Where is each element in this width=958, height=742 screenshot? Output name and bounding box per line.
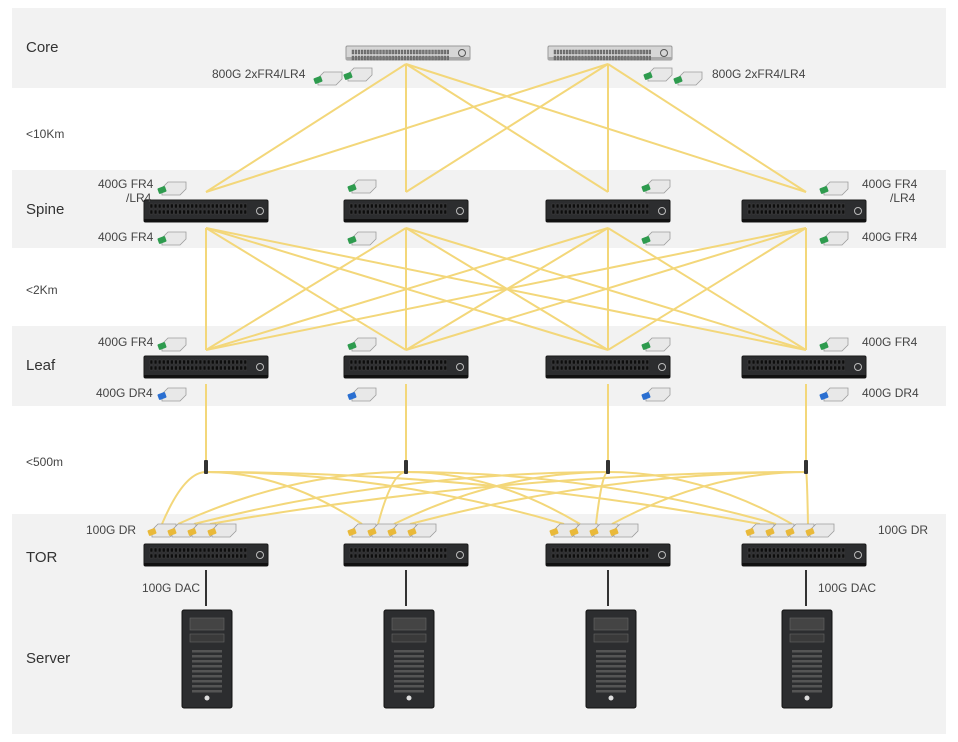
fiber-core-1-spine-1 [405,63,609,193]
label-core-right: 800G 2xFR4/LR4 [712,67,806,81]
fiber-leaf-1-tor-3 [405,471,777,525]
transceiver-module-icon [343,67,373,82]
fiber-leaf-1-tor-0 [177,471,407,525]
fiber-leaf-3-tor-0 [209,471,807,525]
leaf-switch-icon [545,355,671,379]
label-spine-up-right-2: /LR4 [890,191,916,205]
transceiver-module-icon [641,337,671,352]
fiber-leaf-2-tor-0 [193,471,609,525]
leaf-switch-icon [143,355,269,379]
label-spine-down-right: 400G FR4 [862,230,918,244]
transceiver-module-icon [157,181,187,196]
core-switch-icon [547,45,673,61]
core-band [12,8,946,88]
tor-switch-icon [143,543,269,567]
fiber-core-1-spine-0 [205,63,609,193]
tower-server-icon [781,609,833,709]
label-leaf-down-right: 400G DR4 [862,386,919,400]
label-spine-down-left: 400G FR4 [98,230,154,244]
tier-label-tor: TOR [26,549,58,566]
fiber-spine-3-leaf-1 [405,227,807,351]
label-leaf-down-left: 400G DR4 [96,386,153,400]
tier-label-core: Core [26,39,59,56]
transceiver-module-icon [347,179,377,194]
transceiver-module-icon [407,523,437,538]
core-switch-icon [345,45,471,61]
fiber-links [161,63,809,606]
fiber-spine-3-leaf-0 [205,227,807,351]
fiber-leaf-0-tor-0 [161,471,207,525]
fiber-spine-2-leaf-0 [205,227,609,351]
fiber-leaf-2-tor-3 [607,471,793,525]
transceiver-module-icon [347,387,377,402]
devices [143,45,867,709]
transceiver-module-icon [157,337,187,352]
spine-switch-icon [741,199,867,223]
transceiver-module-icon [157,387,187,402]
tower-server-icon [181,609,233,709]
fiber-core-0-spine-3 [405,63,807,193]
label-leaf-up-right: 400G FR4 [862,335,918,349]
leaf-switch-icon [741,355,867,379]
fiber-leaf-3-tor-1 [409,471,807,525]
transceiver-module-icon [641,387,671,402]
transceiver-module-icon [347,231,377,246]
fiber-spine-3-leaf-2 [607,227,807,351]
transceiver-module-icon [609,523,639,538]
fiber-core-1-spine-3 [607,63,807,193]
spine-switch-icon [343,199,469,223]
transceiver-module-icon [569,523,599,538]
tor-switch-icon [741,543,867,567]
transceiver-module-icon [673,71,703,86]
distance-leaf-tor: <500m [26,455,63,469]
label-leaf-up-left: 400G FR4 [98,335,154,349]
spine-switch-icon [143,199,269,223]
label-core-left: 800G 2xFR4/LR4 [212,67,306,81]
spine-switch-icon [545,199,671,223]
label-spine-up-right-1: 400G FR4 [862,177,918,191]
tier-label-server: Server [26,650,70,667]
breakout-connector-icon [606,460,610,474]
fiber-leaf-3-tor-2 [611,471,807,525]
transceiver-modules [147,67,849,538]
transceiver-module-icon [819,337,849,352]
transceiver-module-icon [643,67,673,82]
transceiver-module-icon [819,181,849,196]
tower-server-icon [585,609,637,709]
leaf-switch-icon [343,355,469,379]
transceiver-module-icon [313,71,343,86]
fiber-core-0-spine-0 [205,63,407,193]
transceiver-module-icon [765,523,795,538]
transceiver-module-icon [157,231,187,246]
label-spine-up-left-2: /LR4 [126,191,152,205]
transceiver-module-icon [805,523,835,538]
label-tor-left: 100G DR [86,523,136,537]
breakout-connector-icon [204,460,208,474]
fiber-leaf-0-tor-3 [205,471,761,525]
tower-server-icon [383,609,435,709]
transceiver-module-icon [207,523,237,538]
transceiver-module-icon [819,387,849,402]
label-spine-up-left-1: 400G FR4 [98,177,154,191]
fiber-spine-1-leaf-0 [205,227,407,351]
transceiver-module-icon [641,179,671,194]
distance-spine-leaf: <2Km [26,283,58,297]
transceiver-module-icon [641,231,671,246]
label-dac-left: 100G DAC [142,581,200,595]
tier-label-leaf: Leaf [26,357,56,374]
breakout-connector-icon [404,460,408,474]
transceiver-module-icon [347,337,377,352]
breakout-connector-icon [804,460,808,474]
transceiver-module-icon [819,231,849,246]
label-dac-right: 100G DAC [818,581,876,595]
tor-switch-icon [545,543,671,567]
tier-label-spine: Spine [26,201,64,218]
label-tor-right: 100G DR [878,523,928,537]
distance-core-spine: <10Km [26,127,64,141]
tor-switch-icon [343,543,469,567]
